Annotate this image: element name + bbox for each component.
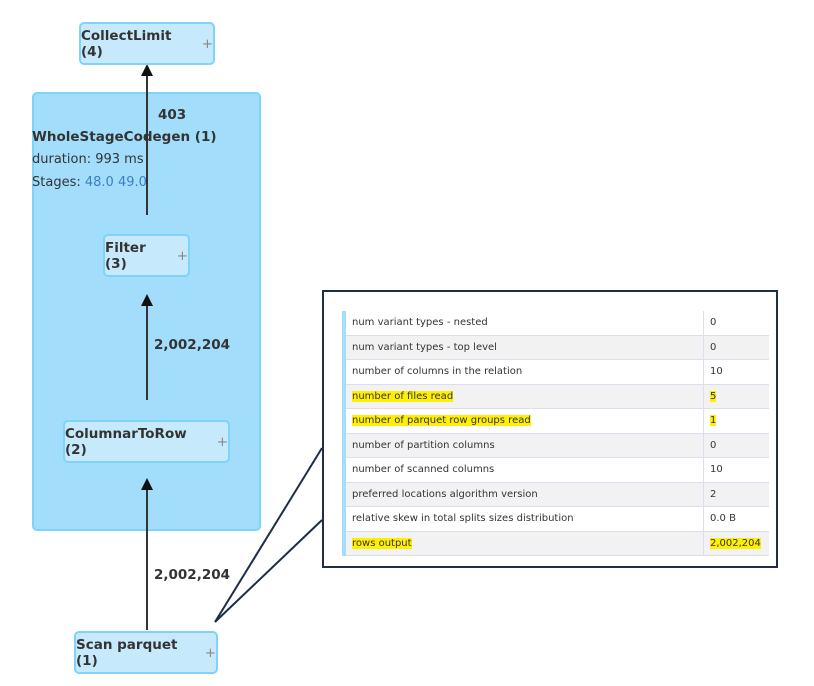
metric-name: number of files read	[352, 390, 454, 402]
edge-label: 2,002,204	[154, 337, 231, 353]
metric-value: 10	[710, 366, 723, 378]
metric-value: 0	[710, 341, 717, 353]
expand-icon[interactable]: +	[201, 35, 213, 52]
metric-row: preferred locations algorithm version 2	[344, 482, 769, 507]
metric-row: relative skew in total splits sizes dist…	[344, 506, 769, 532]
metric-value: 0.0 B	[710, 513, 736, 525]
metric-row: number of partition columns 0	[344, 433, 769, 458]
node-label: Scan parquet (1)	[76, 636, 178, 669]
expand-icon[interactable]: +	[204, 644, 216, 661]
node-scan-parquet[interactable]: Scan parquet (1) +	[74, 631, 218, 674]
metric-row: number of files read 5	[344, 384, 769, 409]
metric-row: num variant types - top level 0	[344, 335, 769, 360]
edge-label: 2,002,204	[154, 567, 231, 583]
cluster-title: WholeStageCodegen (1)	[32, 129, 217, 145]
stage-link[interactable]: 49.0	[117, 175, 147, 190]
metric-value: 0	[710, 317, 717, 329]
arrowhead-icon	[141, 64, 153, 76]
callout-line	[214, 519, 323, 623]
arrowhead-icon	[141, 294, 153, 306]
stages-label: Stages:	[32, 175, 81, 190]
metric-row: num variant types - nested 0	[344, 311, 769, 336]
stage-link[interactable]: 48.0	[84, 175, 114, 190]
metric-row: number of scanned columns 10	[344, 457, 769, 483]
metric-value: 2	[710, 488, 717, 500]
metric-name: number of partition columns	[352, 439, 495, 451]
cluster-stages: Stages: 48.0 49.0	[32, 175, 147, 190]
callout-line	[214, 447, 323, 623]
node-label: CollectLimit (4)	[81, 27, 172, 60]
node-columnar-to-row[interactable]: ColumnarToRow (2) +	[63, 420, 230, 463]
metric-value: 0	[710, 439, 717, 451]
arrowhead-icon	[141, 478, 153, 490]
metric-name: preferred locations algorithm version	[352, 488, 538, 500]
expand-icon[interactable]: +	[216, 433, 228, 450]
metric-name: number of parquet row groups read	[352, 415, 531, 427]
node-collect-limit[interactable]: CollectLimit (4) +	[79, 22, 215, 65]
metric-name: relative skew in total splits sizes dist…	[352, 513, 574, 525]
metric-value: 10	[710, 464, 723, 476]
metric-name: num variant types - nested	[352, 317, 488, 329]
node-label: ColumnarToRow (2)	[65, 425, 187, 458]
metric-name: number of columns in the relation	[352, 366, 523, 378]
metric-name: rows output	[352, 537, 412, 549]
node-label: Filter (3)	[105, 239, 146, 272]
metric-row: rows output 2,002,204	[344, 531, 769, 556]
node-filter[interactable]: Filter (3) +	[103, 234, 190, 277]
metric-row: number of parquet row groups read 1	[344, 408, 769, 434]
expand-icon[interactable]: +	[176, 247, 188, 264]
metric-value: 1	[710, 415, 717, 427]
metric-name: number of scanned columns	[352, 464, 495, 476]
metric-value: 5	[710, 390, 717, 402]
metric-name: num variant types - top level	[352, 341, 497, 353]
metric-row: number of columns in the relation 10	[344, 359, 769, 385]
cluster-duration: duration: 993 ms	[32, 152, 144, 167]
metric-value: 2,002,204	[710, 537, 761, 549]
edge-label: 403	[158, 107, 187, 123]
